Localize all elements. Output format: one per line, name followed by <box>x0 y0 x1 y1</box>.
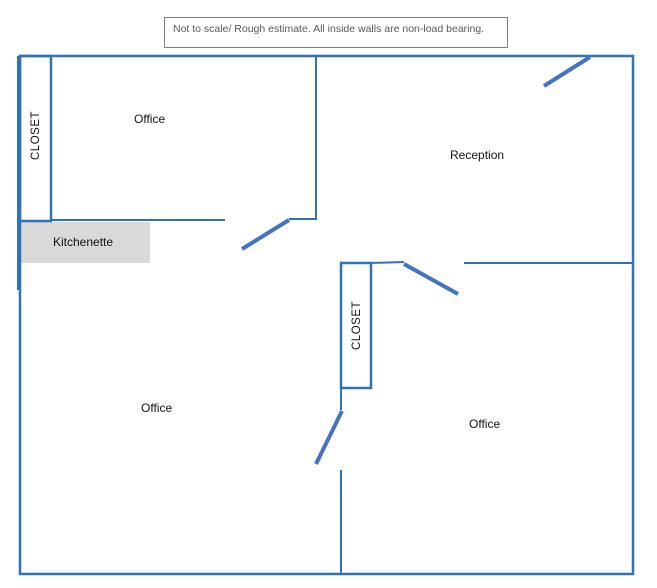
office-bottom-right-label: Office <box>469 417 501 431</box>
closet-left-label: CLOSET <box>30 110 42 160</box>
reception-label: Reception <box>450 148 505 162</box>
door-office-top-left <box>240 218 291 251</box>
note-text: Not to scale/ Rough estimate. All inside… <box>173 23 485 35</box>
closet-center-walls <box>339 261 373 390</box>
door-office-bottom-left <box>314 410 344 465</box>
office-bottom-left-label: Office <box>141 401 173 415</box>
office-bottom-right-top-wall-left <box>370 261 405 264</box>
kitchenette-label: Kitchenette <box>53 235 114 249</box>
closet-center-label: CLOSET <box>351 300 363 350</box>
office-top-left-label: Office <box>134 112 166 126</box>
closet-left-walls <box>18 54 53 223</box>
outer-wall <box>18 54 635 576</box>
door-reception <box>542 55 592 88</box>
note-box: Not to scale/ Rough estimate. All inside… <box>164 17 508 48</box>
door-office-bottom-right <box>403 262 459 296</box>
kitchenette-area: Kitchenette <box>20 222 150 263</box>
